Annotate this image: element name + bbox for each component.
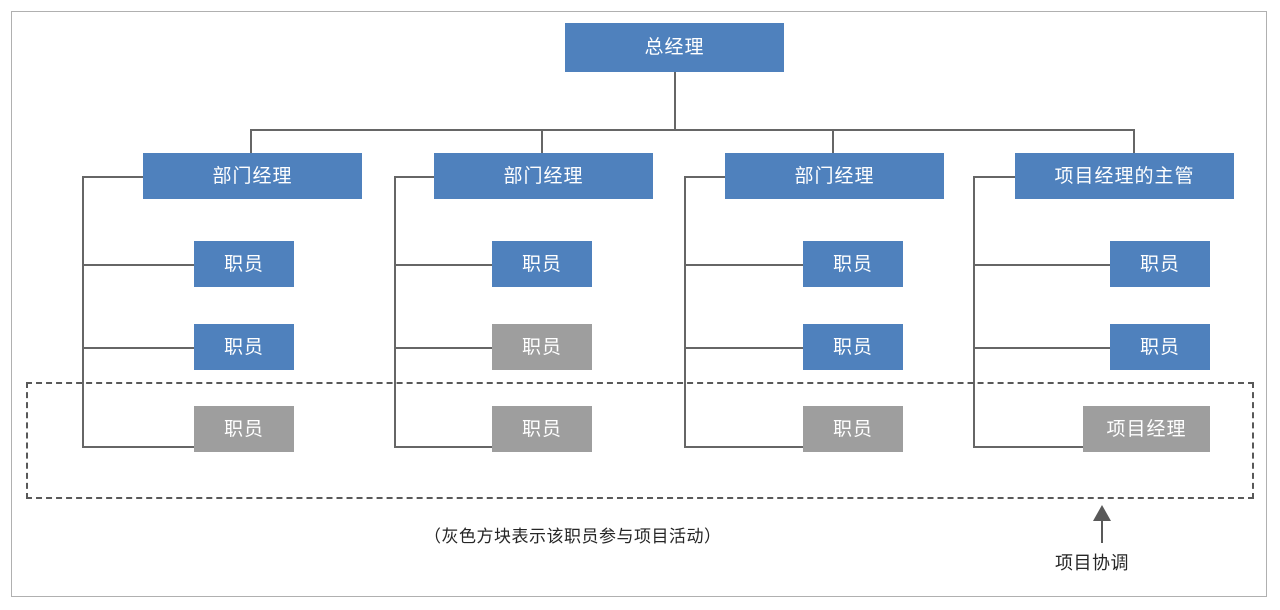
diagram-frame	[11, 11, 1267, 597]
col2-branch-connector-1	[394, 264, 492, 266]
node-label: 职员	[832, 418, 873, 440]
node-label: 职员	[521, 336, 562, 358]
col2-spine-connector	[394, 176, 396, 447]
node-col1-staff-3[interactable]: 职员	[194, 406, 294, 452]
col3-branch-connector-3	[684, 446, 803, 448]
node-label: 项目经理的主管	[1054, 165, 1195, 187]
node-project-manager[interactable]: 项目经理	[1083, 406, 1210, 452]
node-label: 职员	[1139, 253, 1180, 275]
col4-branch-connector-3	[973, 446, 1083, 448]
node-col4-staff-2[interactable]: 职员	[1110, 324, 1210, 370]
legend-note: （灰色方块表示该职员参与项目活动）	[424, 527, 722, 546]
node-label: 职员	[223, 336, 264, 358]
project-coordination-label: 项目协调	[1055, 553, 1129, 573]
col3-head-stub-connector	[684, 176, 725, 178]
node-department-manager-3[interactable]: 部门经理	[725, 153, 944, 199]
node-col3-staff-2[interactable]: 职员	[803, 324, 903, 370]
node-project-manager-supervisor[interactable]: 项目经理的主管	[1015, 153, 1234, 199]
up-arrow-icon	[1093, 505, 1111, 521]
node-general-manager[interactable]: 总经理	[565, 23, 784, 72]
node-label: 部门经理	[794, 165, 875, 187]
up-arrow-shaft	[1101, 521, 1103, 543]
node-col2-staff-1[interactable]: 职员	[492, 241, 592, 287]
node-col2-staff-2[interactable]: 职员	[492, 324, 592, 370]
node-label: 职员	[832, 336, 873, 358]
col3-branch-connector-2	[684, 347, 803, 349]
col1-branch-connector-1	[82, 264, 194, 266]
node-col2-staff-3[interactable]: 职员	[492, 406, 592, 452]
node-label: 职员	[1139, 336, 1180, 358]
node-label: 部门经理	[503, 165, 584, 187]
node-col3-staff-3[interactable]: 职员	[803, 406, 903, 452]
col4-branch-connector-1	[973, 264, 1110, 266]
col3-spine-connector	[684, 176, 686, 447]
manager-drop-connector-3	[832, 129, 834, 154]
manager-drop-connector-2	[541, 129, 543, 154]
node-label: 职员	[521, 418, 562, 440]
node-label: 职员	[521, 253, 562, 275]
col1-spine-connector	[82, 176, 84, 447]
project-activity-boundary	[26, 382, 1254, 499]
col1-head-stub-connector	[82, 176, 143, 178]
manager-bus-connector	[250, 129, 1134, 131]
col2-branch-connector-2	[394, 347, 492, 349]
col3-branch-connector-1	[684, 264, 803, 266]
node-label: 项目经理	[1106, 418, 1187, 440]
node-label: 部门经理	[212, 165, 293, 187]
node-department-manager-1[interactable]: 部门经理	[143, 153, 362, 199]
node-department-manager-2[interactable]: 部门经理	[434, 153, 653, 199]
col4-branch-connector-2	[973, 347, 1110, 349]
node-col1-staff-1[interactable]: 职员	[194, 241, 294, 287]
root-trunk-connector	[674, 72, 676, 130]
node-label: 总经理	[644, 37, 705, 58]
col4-head-stub-connector	[973, 176, 1015, 178]
node-label: 职员	[223, 418, 264, 440]
node-col1-staff-2[interactable]: 职员	[194, 324, 294, 370]
manager-drop-connector-1	[250, 129, 252, 154]
node-label: 职员	[223, 253, 264, 275]
col2-branch-connector-3	[394, 446, 492, 448]
node-label: 职员	[832, 253, 873, 275]
node-col4-staff-1[interactable]: 职员	[1110, 241, 1210, 287]
col2-head-stub-connector	[394, 176, 434, 178]
manager-drop-connector-4	[1133, 129, 1135, 154]
col1-branch-connector-3	[82, 446, 194, 448]
col1-branch-connector-2	[82, 347, 194, 349]
col4-spine-connector	[973, 176, 975, 447]
node-col3-staff-1[interactable]: 职员	[803, 241, 903, 287]
